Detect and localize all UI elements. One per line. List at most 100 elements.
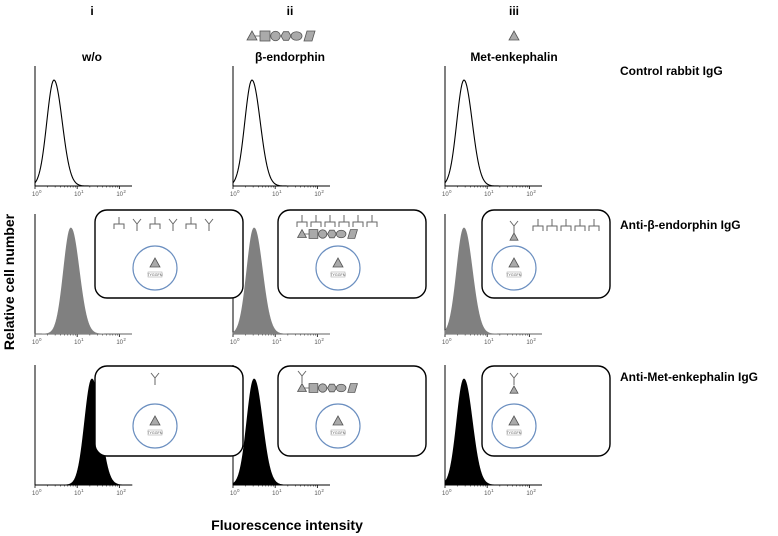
x-tick-label: 10 — [314, 340, 321, 346]
x-tick-label: 10 — [442, 340, 449, 346]
x-tick-label: 10 — [74, 340, 81, 346]
x-tick-label: 10 — [314, 491, 321, 497]
peptide-triangle — [509, 232, 519, 241]
inset-frame — [481, 209, 611, 299]
peptide-parallelogram — [347, 229, 358, 239]
antibody-icon — [113, 217, 125, 229]
column-numeral-i: i — [90, 4, 93, 18]
peptide-circle — [318, 229, 328, 239]
peptide-triangle — [332, 257, 344, 268]
x-tick-exponent: 0 — [237, 337, 240, 342]
peptide-oval — [335, 229, 347, 239]
x-tick-exponent: 1 — [279, 337, 282, 342]
inset-r2-c2: TYGGFM — [277, 209, 427, 299]
peptide-hexagon — [327, 383, 337, 393]
beta-endorphin-peptide-icon — [246, 30, 316, 42]
antibody-icon — [509, 220, 519, 233]
antibody-icon — [352, 215, 364, 227]
x-tick-label: 10 — [526, 192, 533, 198]
receptor-label: TYGGFM — [506, 431, 521, 435]
peptide-hexagon — [327, 229, 337, 239]
inset-r3-c2: TYGGFM — [277, 365, 427, 457]
x-tick-label: 10 — [484, 340, 491, 346]
peptide-circle — [270, 30, 281, 42]
column-title-beta-endorphin: β-endorphin — [255, 50, 325, 64]
peptide-circle — [318, 383, 328, 393]
antibody-icon — [297, 370, 307, 383]
inset-r2-c1: TYGGFM — [94, 209, 244, 299]
peptide-triangle — [296, 382, 308, 392]
histogram-curve — [34, 79, 132, 187]
inset-r2-c3: TYGGFM — [481, 209, 611, 299]
x-tick-exponent: 2 — [321, 337, 324, 342]
x-tick-exponent: 2 — [321, 488, 324, 493]
antibody-icon — [338, 215, 350, 227]
antibody-icon — [560, 219, 572, 231]
x-tick-exponent: 1 — [279, 189, 282, 194]
x-tick-exponent: 1 — [81, 488, 84, 493]
histogram-fill — [444, 378, 542, 486]
peptide-triangle — [149, 257, 161, 268]
cell-circle — [491, 245, 537, 291]
x-tick-label: 10 — [230, 192, 237, 198]
met-enkephalin-peptide-icon — [508, 30, 520, 41]
x-tick-exponent: 0 — [39, 337, 42, 342]
inset-r3-c3: TYGGFM — [481, 365, 611, 457]
receptor-label: TYGGFM — [147, 431, 162, 435]
x-tick-exponent: 0 — [449, 189, 452, 194]
x-tick-label: 10 — [272, 192, 279, 198]
antibody-icon — [546, 219, 558, 231]
antibody-icon — [588, 219, 600, 231]
x-tick-exponent: 2 — [533, 337, 536, 342]
y-axis-label: Relative cell number — [1, 213, 17, 350]
column-title-wo: w/o — [81, 50, 102, 64]
x-tick-label: 10 — [484, 491, 491, 497]
x-tick-exponent: 0 — [237, 488, 240, 493]
peptide-triangle — [508, 257, 520, 268]
histogram-fill — [34, 227, 132, 335]
cell-circle — [315, 403, 361, 449]
row-label-anti-beta-endorphin: Anti-β-endorphin IgG — [620, 218, 741, 232]
receptor-label: TYGGFM — [147, 273, 162, 277]
x-tick-label: 10 — [32, 340, 39, 346]
histogram-fill — [444, 227, 542, 335]
peptide-triangle — [508, 30, 520, 41]
inset-frame — [94, 209, 244, 299]
peptide-triangle — [508, 415, 520, 426]
receptor-label: TYGGFM — [506, 273, 521, 277]
peptide-parallelogram — [303, 30, 316, 42]
peptide-triangle — [149, 415, 161, 426]
histogram-fill — [35, 378, 133, 486]
column-numeral-ii: ii — [287, 4, 294, 18]
peptide-hexagon — [280, 31, 292, 41]
x-tick-label: 10 — [272, 491, 279, 497]
x-tick-label: 10 — [526, 491, 533, 497]
x-tick-label: 10 — [272, 340, 279, 346]
x-tick-label: 10 — [314, 192, 321, 198]
x-tick-exponent: 2 — [123, 488, 126, 493]
antibody-icon — [168, 218, 178, 231]
x-tick-label: 10 — [116, 340, 123, 346]
antibody-icon — [185, 217, 197, 229]
peptide-oval — [290, 31, 303, 41]
antibody-icon — [509, 372, 519, 385]
peptide-square — [308, 383, 319, 393]
schematic-insets: TYGGFM TYGGFM TYGGFM TYGGFM TYGGFM TYGGFM — [94, 209, 611, 457]
histogram-curve — [444, 79, 542, 187]
x-tick-exponent: 1 — [491, 189, 494, 194]
x-tick-label: 10 — [32, 192, 39, 198]
x-axis-label: Fluorescence intensity — [211, 517, 363, 533]
histogram-curve — [232, 79, 330, 187]
peptide-oval — [335, 383, 347, 393]
x-tick-exponent: 2 — [321, 189, 324, 194]
x-tick-exponent: 2 — [123, 337, 126, 342]
x-tick-exponent: 1 — [81, 337, 84, 342]
antibody-icon — [149, 217, 161, 229]
x-tick-exponent: 0 — [237, 189, 240, 194]
cell-circle — [491, 403, 537, 449]
